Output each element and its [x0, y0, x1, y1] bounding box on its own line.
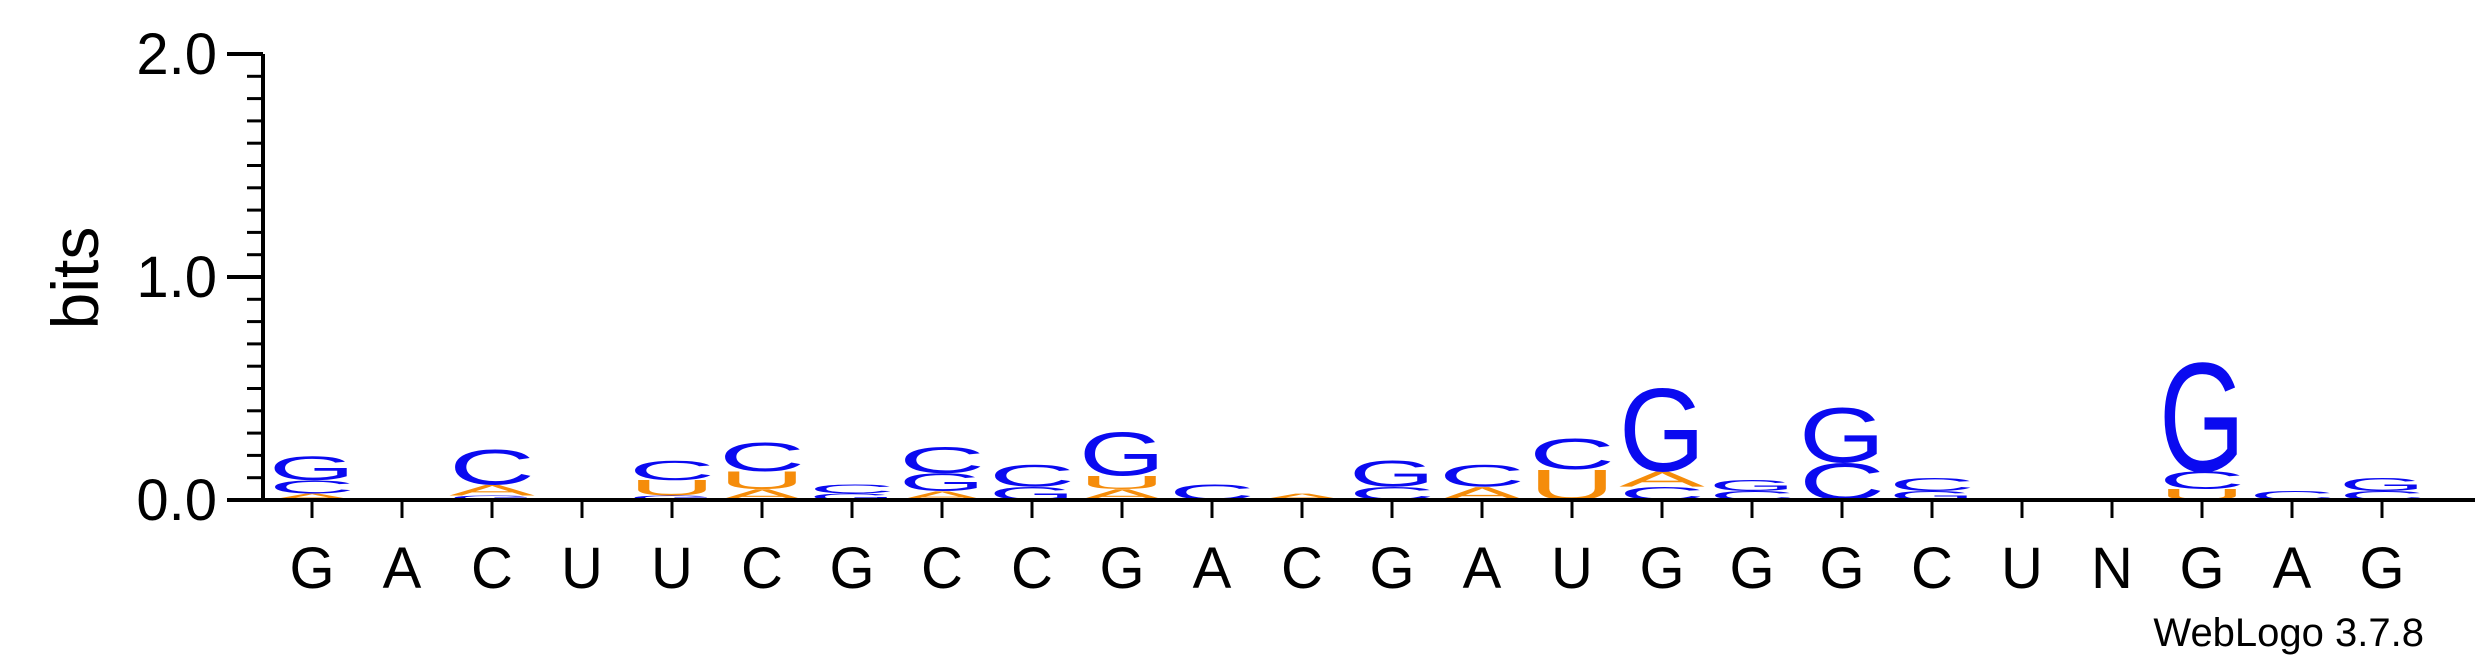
logo-letter-g: G: [899, 468, 985, 496]
x-tick-label: A: [1463, 536, 1502, 601]
logo-letter-c: C: [1889, 474, 1975, 495]
y-ticks: 0.0 1.0 2.0: [136, 22, 263, 533]
x-tick-label: A: [2273, 536, 2312, 601]
x-tick-label: U: [561, 536, 603, 601]
logo-letter-g: G: [449, 494, 535, 501]
x-tick-label: G: [1819, 536, 1864, 601]
y-axis-label: bits: [38, 227, 112, 330]
logo-letter-c: C: [719, 434, 805, 480]
logo-letter-c: C: [809, 482, 895, 496]
logo-letter-u: U: [629, 476, 715, 500]
logo-letter-u: U: [1079, 472, 1165, 493]
logo-letter-c: C: [449, 440, 535, 496]
logo-letter-g: G: [1619, 365, 1705, 497]
logo-letter-g: G: [2339, 474, 2425, 495]
logo-letter-a: A: [269, 492, 355, 502]
logo-letter-a: A: [1619, 467, 1705, 491]
y-tick-label: 2.0: [136, 22, 217, 87]
x-tick-label: C: [471, 536, 513, 601]
logo-letter-a: A: [1259, 492, 1345, 502]
logo-letter-g: G: [1799, 392, 1885, 479]
y-tick-label: 0.0: [136, 468, 217, 533]
x-tick-label: G: [1369, 536, 1414, 601]
logo-letter-g: G: [629, 494, 715, 501]
x-tick-label: C: [921, 536, 963, 601]
logo-letter-a: A: [449, 482, 535, 499]
x-tick-label: U: [651, 536, 693, 601]
x-tick-label: G: [2359, 536, 2404, 601]
x-tick-label: G: [289, 536, 334, 601]
logo-letter-g: G: [1709, 477, 1795, 494]
logo-letter-g: G: [2159, 330, 2245, 504]
x-tick-label: C: [1011, 536, 1053, 601]
letter-stacks: ACGGGACGUCAUCGCAGCGCAUGCACGACUCCAGCGCGGC…: [269, 330, 2425, 511]
x-tick-label: G: [2179, 536, 2224, 601]
logo-letter-g: G: [809, 492, 895, 502]
logo-letter-c: C: [629, 455, 715, 486]
x-tick-label: G: [829, 536, 874, 601]
x-tick-label: A: [1193, 536, 1232, 601]
logo-letter-c: C: [1529, 430, 1615, 479]
x-tick-label: G: [1639, 536, 1684, 601]
x-tick-label: U: [1551, 536, 1593, 601]
logo-letter-g: G: [269, 449, 355, 487]
x-tick-label: G: [1099, 536, 1144, 601]
logo-letter-c: C: [2159, 467, 2245, 495]
x-tick-label: C: [741, 536, 783, 601]
x-tick-label: C: [1281, 536, 1323, 601]
logo-letter-g: G: [1349, 453, 1435, 495]
logo-letter-g: G: [1079, 420, 1165, 489]
x-tick-label: A: [383, 536, 422, 601]
x-tick-label: C: [1911, 536, 1953, 601]
logo-letter-c: C: [899, 439, 985, 481]
logo-letter-u: U: [719, 467, 805, 495]
y-tick-label: 1.0: [136, 245, 217, 310]
weblogo-version-label: WebLogo 3.7.8: [2153, 611, 2424, 655]
logo-letter-c: C: [269, 477, 355, 498]
logo-letter-c: C: [989, 459, 1075, 494]
x-tick-label: N: [2091, 536, 2133, 601]
logo-letter-c: C: [1439, 459, 1525, 494]
axes: [261, 54, 2475, 502]
x-tick-label: G: [1729, 536, 1774, 601]
x-tick-label: U: [2001, 536, 2043, 601]
